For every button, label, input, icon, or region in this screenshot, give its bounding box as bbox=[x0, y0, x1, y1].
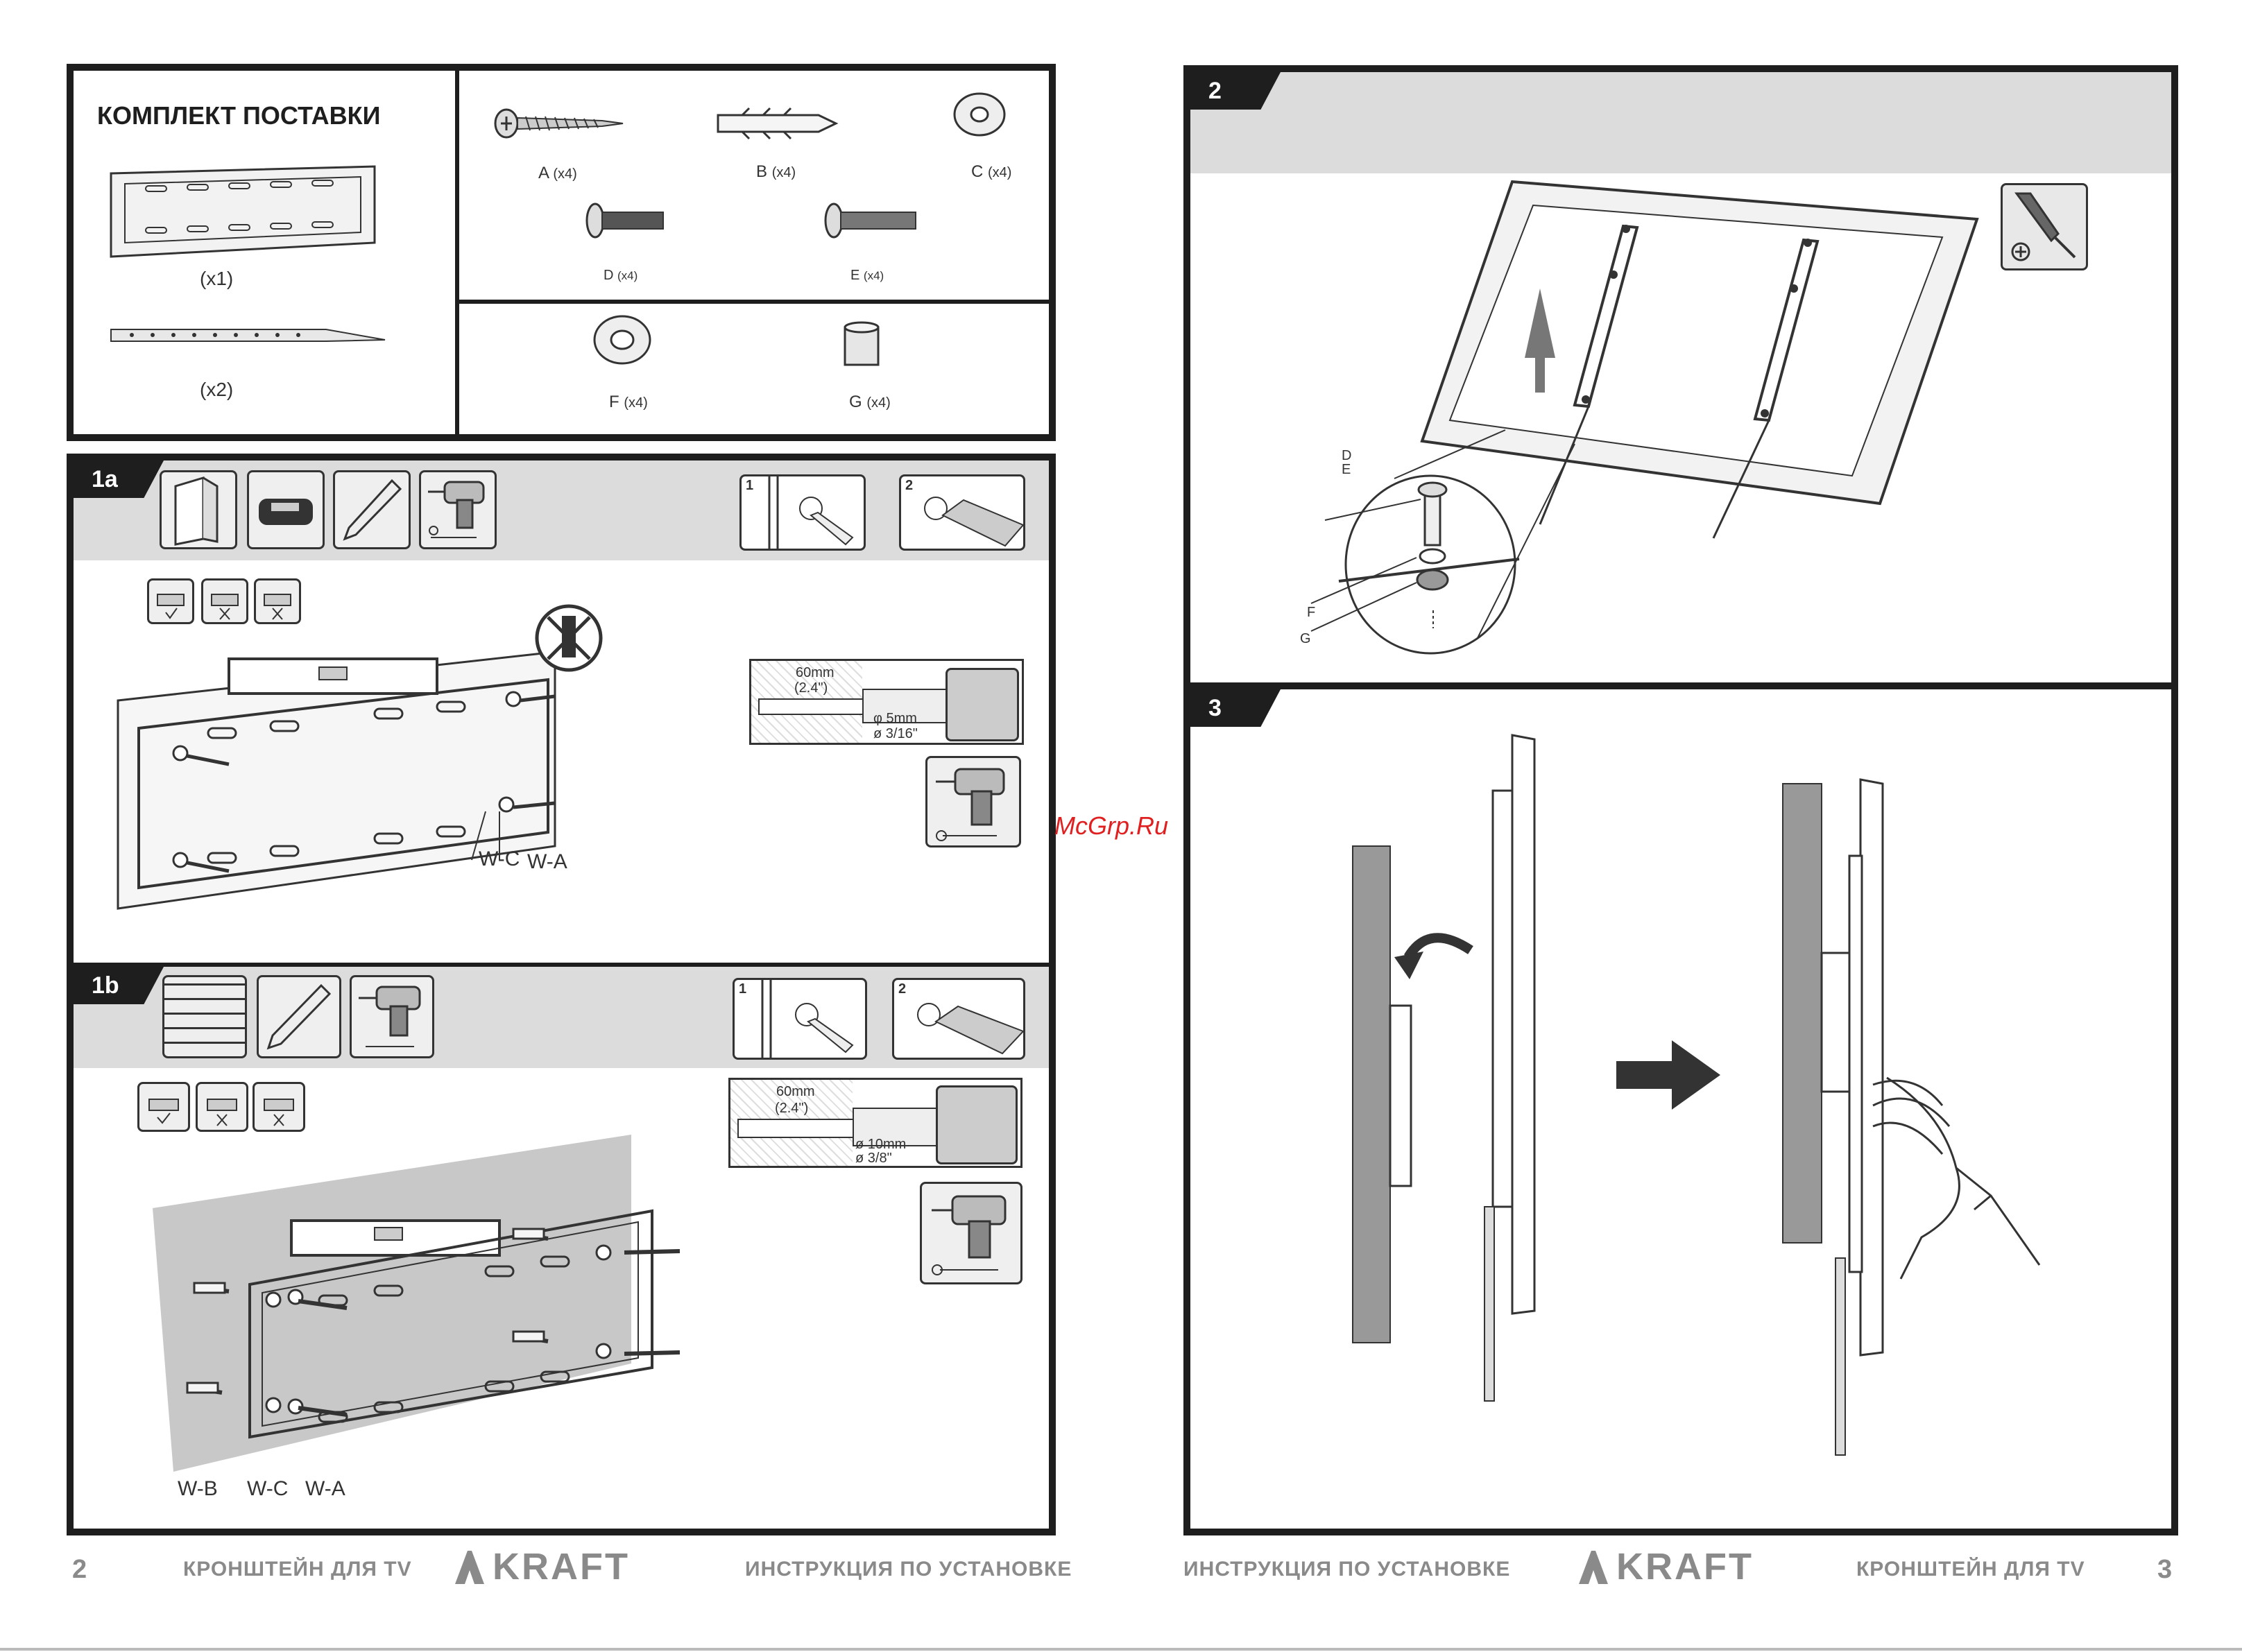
drill-icon bbox=[350, 975, 434, 1058]
footer-left-subtitle: ИНСТРУКЦИЯ ПО УСТАНОВКЕ bbox=[745, 1558, 1072, 1581]
brand-name-right: KRAFT bbox=[1616, 1545, 1754, 1588]
drill-icon bbox=[419, 470, 497, 549]
spacer-g-icon bbox=[841, 320, 882, 369]
step-1b-label-wb: W-B bbox=[178, 1477, 218, 1501]
step-1a-label-wc: W-C bbox=[479, 847, 520, 871]
step-2-band bbox=[1190, 72, 2171, 173]
step-1a-label-wa: W-A bbox=[527, 850, 567, 874]
bottom-rule bbox=[0, 1648, 2242, 1651]
kit-title: КОМПЛЕКТ ПОСТАВКИ bbox=[97, 101, 381, 130]
brand-logo-right bbox=[1579, 1551, 1608, 1584]
arm-illustration bbox=[111, 326, 388, 347]
pencil-icon bbox=[257, 975, 341, 1058]
callout-f: F bbox=[1307, 605, 1315, 621]
brand-name-left: KRAFT bbox=[493, 1545, 630, 1588]
step-1b-label-wc: W-C bbox=[247, 1477, 288, 1501]
wall-plate-illustration bbox=[104, 160, 382, 264]
step-1a-depth-diagram: 60mm (2.4") φ 5mm ø 3/16" bbox=[749, 659, 1024, 745]
footer-right-title: КРОНШТЕЙН ДЛЯ TV bbox=[1856, 1558, 2085, 1581]
screwdriver-icon bbox=[2001, 183, 2088, 270]
brand-logo-left bbox=[455, 1551, 484, 1584]
part-b-label: B (x4) bbox=[756, 162, 796, 182]
level-ok-icon bbox=[137, 1082, 190, 1132]
part-d-label: D (x4) bbox=[604, 268, 637, 284]
part-c-label: C (x4) bbox=[971, 162, 1011, 182]
callout-e: E bbox=[1342, 462, 1351, 478]
step-1a-mark-hole-icon: 1 bbox=[739, 474, 866, 551]
watermark: McGrp.Ru bbox=[1054, 811, 1168, 841]
page-number-right: 3 bbox=[2157, 1555, 2172, 1585]
anchor-b-icon bbox=[714, 103, 839, 144]
step-1b-label-wa: W-A bbox=[305, 1477, 345, 1501]
pencil-icon bbox=[333, 470, 411, 549]
bolt-e-icon bbox=[823, 200, 920, 241]
screw-a-icon bbox=[491, 104, 630, 146]
push-arrow-icon bbox=[1616, 1040, 1720, 1110]
step-1a-drill-hole-icon: 2 bbox=[899, 474, 1025, 551]
footer-left-title: КРОНШТЕЙН ДЛЯ TV bbox=[183, 1558, 412, 1581]
level-wrong-icon bbox=[253, 1082, 305, 1132]
mounted-tv-illustration bbox=[1783, 780, 2046, 1459]
step-1b-mount-illustration bbox=[153, 1135, 638, 1474]
hardware-zoom-illustration bbox=[1339, 472, 1547, 666]
washer-c-icon bbox=[952, 90, 1007, 139]
arm-qty: (x2) bbox=[200, 379, 233, 401]
kit-divider-horizontal bbox=[459, 300, 1049, 304]
part-e-label: E (x4) bbox=[850, 268, 884, 284]
drill-icon bbox=[920, 1182, 1022, 1284]
callout-g: G bbox=[1300, 631, 1311, 647]
hang-tv-illustration bbox=[1346, 735, 1554, 1408]
kit-divider-vertical bbox=[455, 69, 459, 436]
part-a-label: A (x4) bbox=[538, 164, 577, 183]
stud-finder-icon bbox=[247, 470, 325, 549]
level-wrong-icon bbox=[196, 1082, 248, 1132]
brick-wall-icon bbox=[162, 975, 247, 1058]
step-1b-depth-diagram: 60mm (2.4") ø 10mm ø 3/8" bbox=[728, 1078, 1022, 1168]
washer-f-icon bbox=[591, 313, 653, 366]
tv-back-illustration bbox=[1422, 178, 2005, 510]
step-1b-mark-hole-icon: 1 bbox=[733, 978, 867, 1060]
bolt-d-icon bbox=[584, 200, 667, 241]
step-1b-drill-hole-icon: 2 bbox=[892, 978, 1025, 1060]
drill-icon bbox=[925, 756, 1021, 847]
footer-right-subtitle: ИНСТРУКЦИЯ ПО УСТАНОВКЕ bbox=[1183, 1558, 1510, 1581]
wood-wall-icon bbox=[160, 470, 237, 549]
part-f-label: F (x4) bbox=[609, 393, 648, 412]
page-number-left: 2 bbox=[72, 1555, 87, 1585]
wall-plate-qty: (x1) bbox=[200, 268, 233, 290]
part-g-label: G (x4) bbox=[849, 393, 891, 412]
